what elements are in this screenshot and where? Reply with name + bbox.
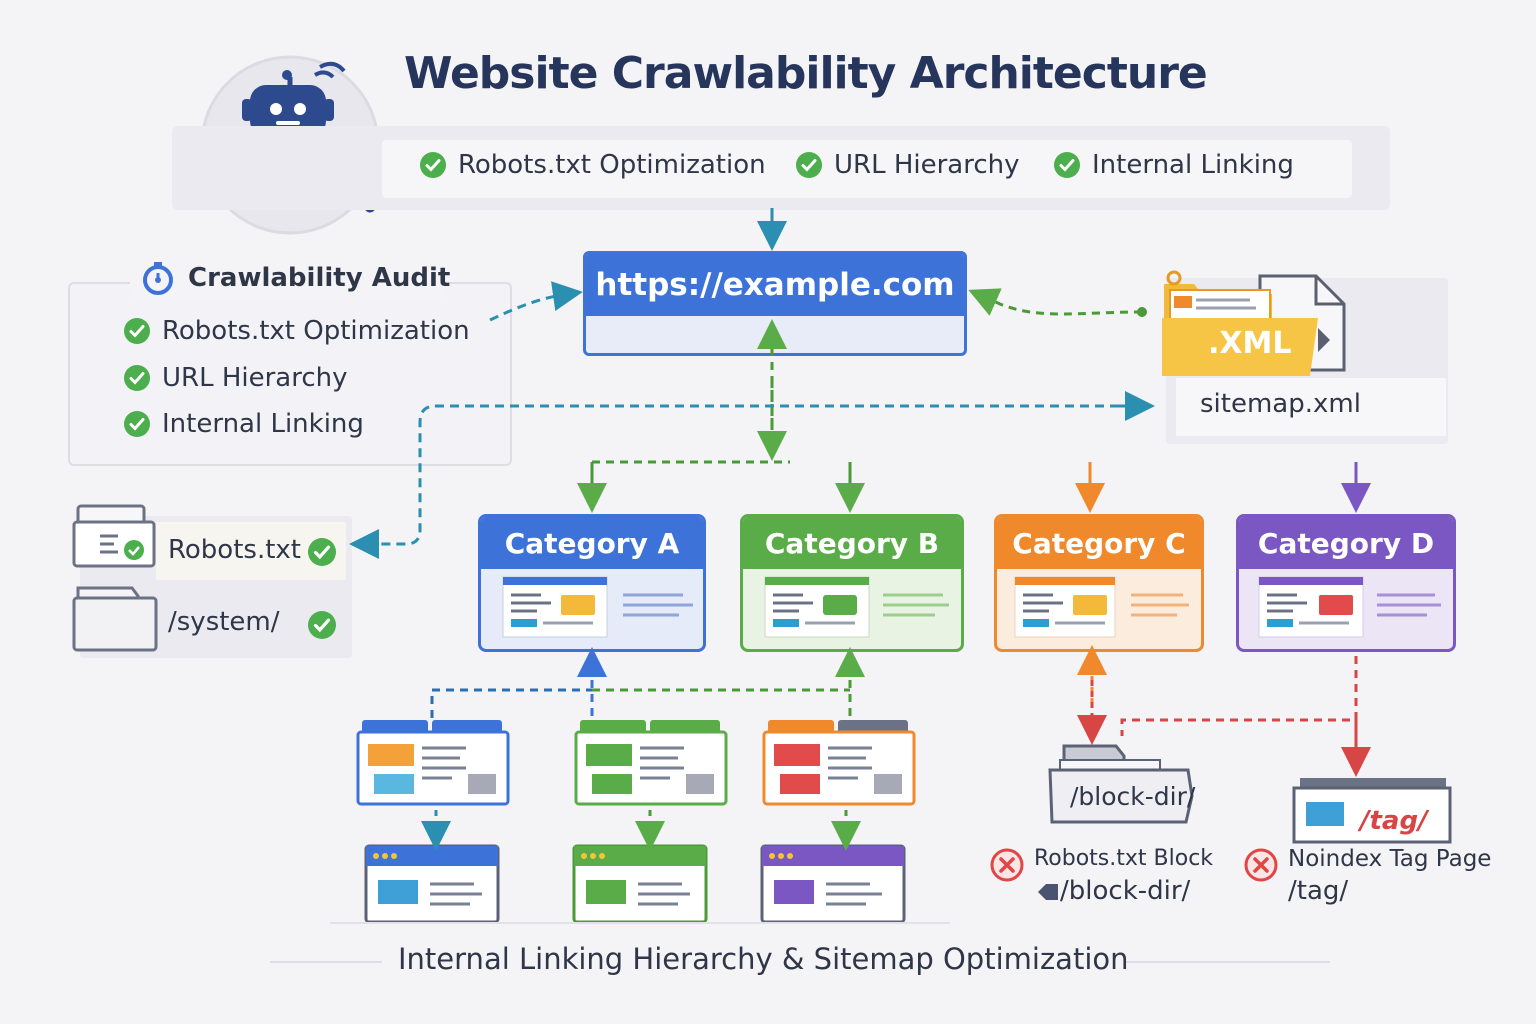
tag-icon	[1038, 884, 1058, 900]
category-a-card: Category A	[478, 514, 706, 652]
ground-line	[330, 922, 950, 924]
sitemap-label-bg	[1176, 378, 1446, 436]
noindex-status-label: Noindex Tag Page	[1288, 846, 1492, 872]
audit-item-url: URL Hierarchy	[124, 363, 348, 393]
root-url-label: https://example.com	[586, 254, 964, 316]
top-feature-internal-linking: Internal Linking	[1054, 150, 1294, 180]
check-icon	[420, 152, 446, 178]
browser-page-a	[364, 844, 500, 924]
top-feature-url-hierarchy: URL Hierarchy	[796, 150, 1020, 180]
check-icon	[796, 152, 822, 178]
check-icon	[124, 318, 150, 344]
audit-item-linking: Internal Linking	[124, 409, 364, 439]
block-path-label: /block-dir/	[1060, 876, 1191, 906]
folder-icon	[72, 586, 158, 652]
category-d-preview	[1239, 569, 1453, 649]
footer-line-left	[270, 961, 382, 963]
check-icon	[308, 611, 336, 639]
audit-title: Crawlability Audit	[188, 263, 451, 293]
error-icon	[1244, 848, 1278, 882]
category-c-label: Category C	[997, 517, 1201, 569]
footer-line-right	[1124, 961, 1330, 963]
audit-header: Crawlability Audit	[140, 260, 450, 296]
check-icon	[124, 411, 150, 437]
subpage-a-card	[356, 720, 510, 806]
check-icon	[1054, 152, 1080, 178]
noindex-path-label: /tag/	[1288, 876, 1349, 906]
xml-folder-icon	[1162, 270, 1346, 376]
category-c-card: Category C	[994, 514, 1204, 652]
check-icon	[308, 538, 336, 566]
sitemap-label: sitemap.xml	[1200, 389, 1361, 419]
robots-file-label: Robots.txt	[168, 535, 301, 565]
browser-page-d	[760, 844, 906, 924]
category-b-card: Category B	[740, 514, 964, 652]
tag-page-label: /tag/	[1360, 806, 1428, 836]
top-features-bar	[382, 140, 1352, 198]
audit-title-bg	[130, 258, 446, 298]
page-title: Website Crawlability Architecture	[404, 48, 1208, 99]
category-b-label: Category B	[743, 517, 961, 569]
check-icon	[124, 365, 150, 391]
stopwatch-icon	[143, 262, 173, 295]
tag-page-icon	[1292, 778, 1452, 844]
root-url-box: https://example.com	[583, 251, 967, 356]
block-status-label: Robots.txt Block	[1034, 846, 1214, 871]
robots-file-icon	[72, 504, 156, 568]
xml-badge: .XML	[1208, 326, 1292, 361]
block-dir-folder-icon	[1048, 744, 1194, 824]
subpage-c-card	[762, 720, 916, 806]
block-dir-folder-label: /block-dir/	[1070, 782, 1196, 811]
category-d-card: Category D	[1236, 514, 1456, 652]
top-feature-robots: Robots.txt Optimization	[420, 150, 766, 180]
footer-caption: Internal Linking Hierarchy & Sitemap Opt…	[398, 942, 1129, 976]
category-a-preview	[481, 569, 703, 649]
category-b-preview	[743, 569, 961, 649]
subpage-b-card	[574, 720, 728, 806]
category-a-label: Category A	[481, 517, 703, 569]
error-icon	[990, 848, 1024, 882]
browser-page-b	[572, 844, 708, 924]
audit-item-robots: Robots.txt Optimization	[124, 316, 470, 346]
category-d-label: Category D	[1239, 517, 1453, 569]
category-c-preview	[997, 569, 1201, 649]
system-folder-label: /system/	[168, 607, 280, 637]
